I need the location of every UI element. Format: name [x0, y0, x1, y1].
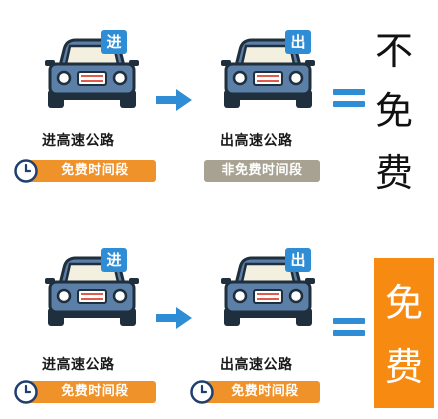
free-period-pill: 免费时间段	[204, 381, 320, 403]
exit-highway-caption: 出高速公路	[220, 133, 293, 149]
exit-badge: 出	[285, 30, 311, 54]
clock-icon	[14, 380, 38, 404]
exit-highway-caption: 出高速公路	[220, 357, 293, 373]
result-char: 不	[374, 29, 413, 73]
clock-icon	[190, 380, 214, 404]
equals-sign	[333, 318, 365, 338]
result-char: 免	[384, 281, 423, 325]
free-result-box: 免 费	[374, 258, 434, 408]
enter-highway-caption: 进高速公路	[42, 357, 115, 373]
exit-badge: 出	[285, 248, 311, 272]
enter-badge: 进	[101, 30, 127, 54]
arrow-right-icon	[156, 89, 192, 111]
result-char: 费	[384, 345, 423, 389]
non-free-period-pill: 非免费时间段	[204, 160, 320, 182]
car-exiting-icon	[221, 256, 315, 326]
arrow-right-icon	[156, 307, 192, 329]
equals-sign	[333, 89, 365, 109]
enter-badge: 进	[101, 248, 127, 272]
free-period-pill: 免费时间段	[28, 381, 156, 403]
car-entering-icon	[45, 256, 139, 326]
car-entering-icon	[45, 38, 139, 108]
free-period-pill: 免费时间段	[28, 160, 156, 182]
result-char: 费	[374, 151, 413, 195]
clock-icon	[14, 159, 38, 183]
result-char: 免	[374, 89, 413, 133]
enter-highway-caption: 进高速公路	[42, 133, 115, 149]
